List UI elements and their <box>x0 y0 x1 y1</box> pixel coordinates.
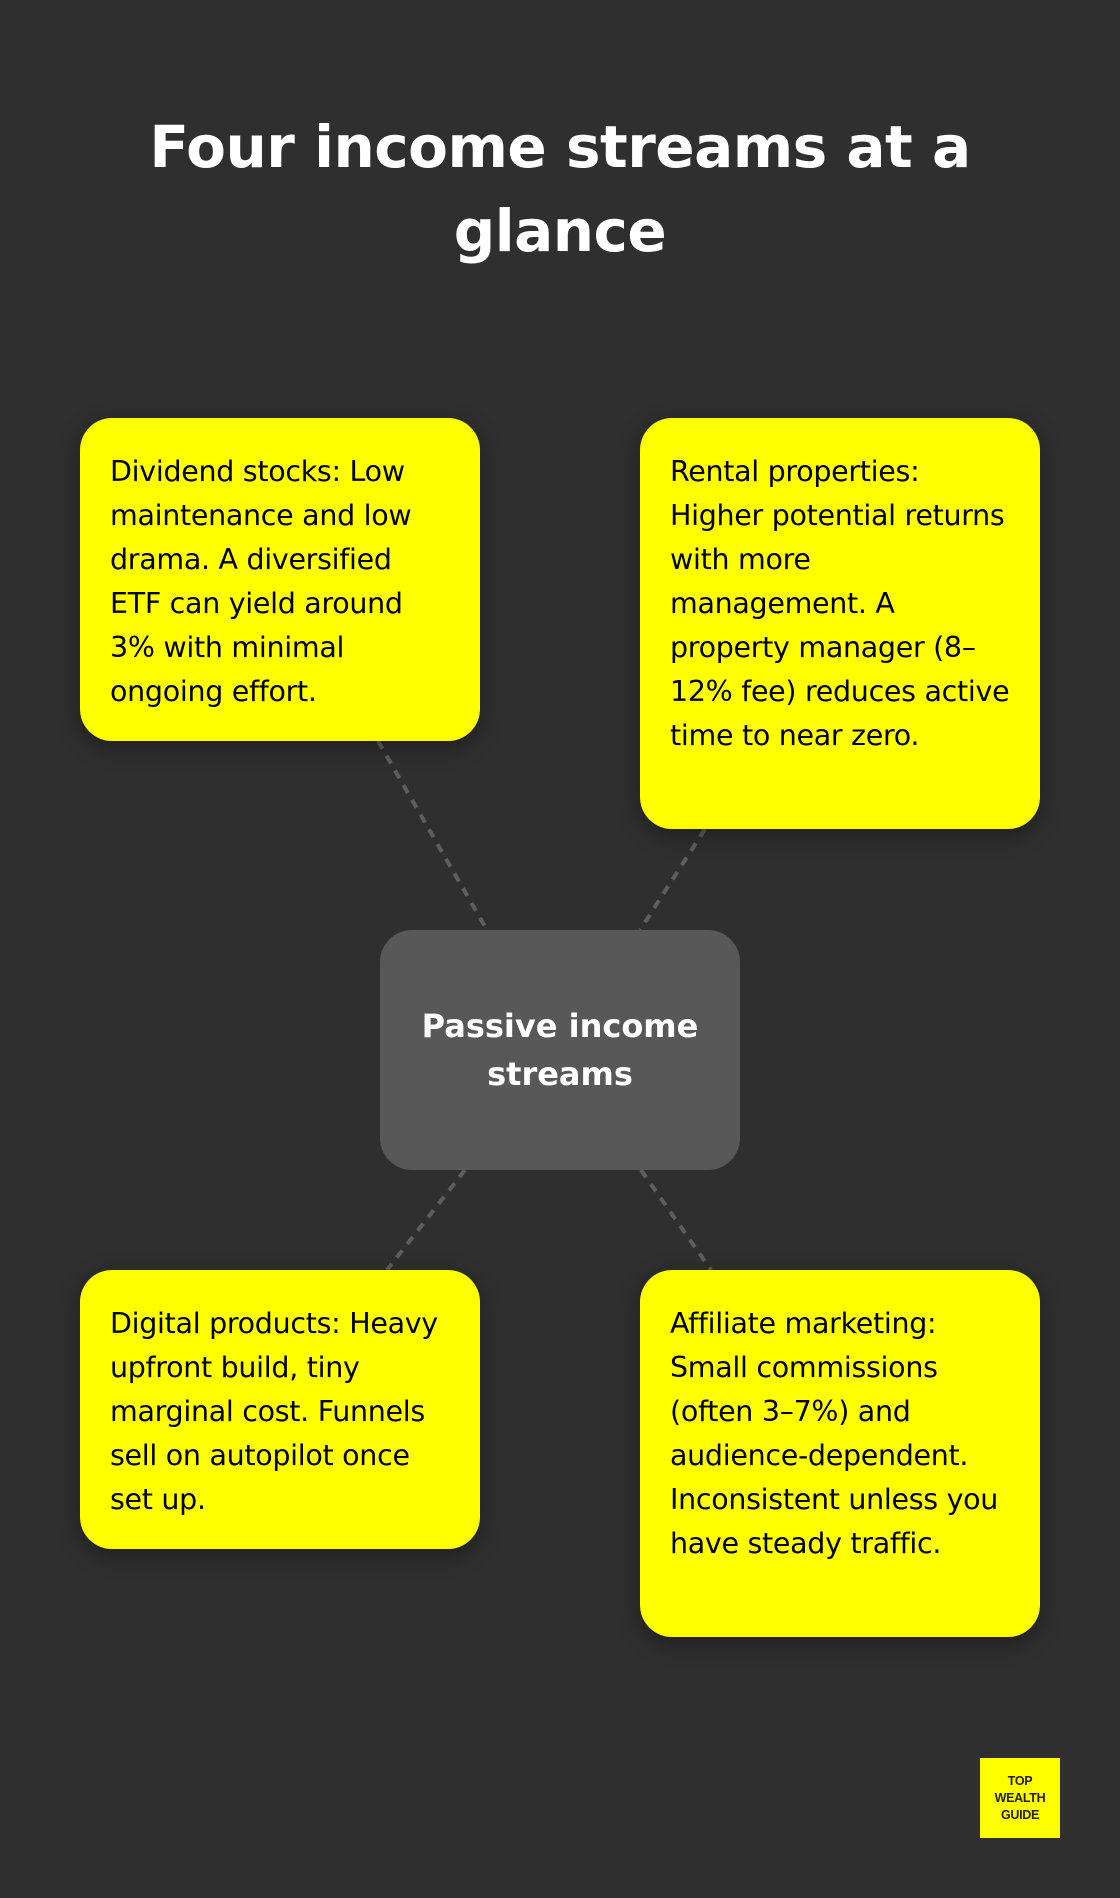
logo-line-2: WEALTH <box>994 1790 1046 1805</box>
card-affiliate-marketing: Affiliate marketing: Small commissions (… <box>640 1270 1040 1637</box>
card-digital-products: Digital products: Heavy upfront build, t… <box>80 1270 480 1549</box>
card-dividend-stocks: Dividend stocks: Low maintenance and low… <box>80 418 480 741</box>
connector-bottom-right <box>639 1168 713 1272</box>
card-text: Rental properties: Higher potential retu… <box>670 455 1010 752</box>
logo-line-1: TOP <box>1007 1773 1033 1788</box>
card-rental-properties: Rental properties: Higher potential retu… <box>640 418 1040 829</box>
page-title: Four income streams at a glance <box>149 113 971 265</box>
card-text: Affiliate marketing: Small commissions (… <box>670 1307 999 1560</box>
connector-top-right <box>638 827 707 932</box>
logo-line-3: GUIDE <box>1000 1807 1040 1822</box>
center-node-label: Passive income streams <box>421 1007 699 1093</box>
connector-bottom-left <box>385 1168 467 1272</box>
card-text: Dividend stocks: Low maintenance and low… <box>110 455 412 708</box>
card-text: Digital products: Heavy upfront build, t… <box>110 1307 438 1516</box>
connector-top-left <box>376 740 489 931</box>
center-node: Passive income streams <box>380 930 740 1170</box>
brand-logo: TOP WEALTH GUIDE <box>980 1758 1060 1838</box>
